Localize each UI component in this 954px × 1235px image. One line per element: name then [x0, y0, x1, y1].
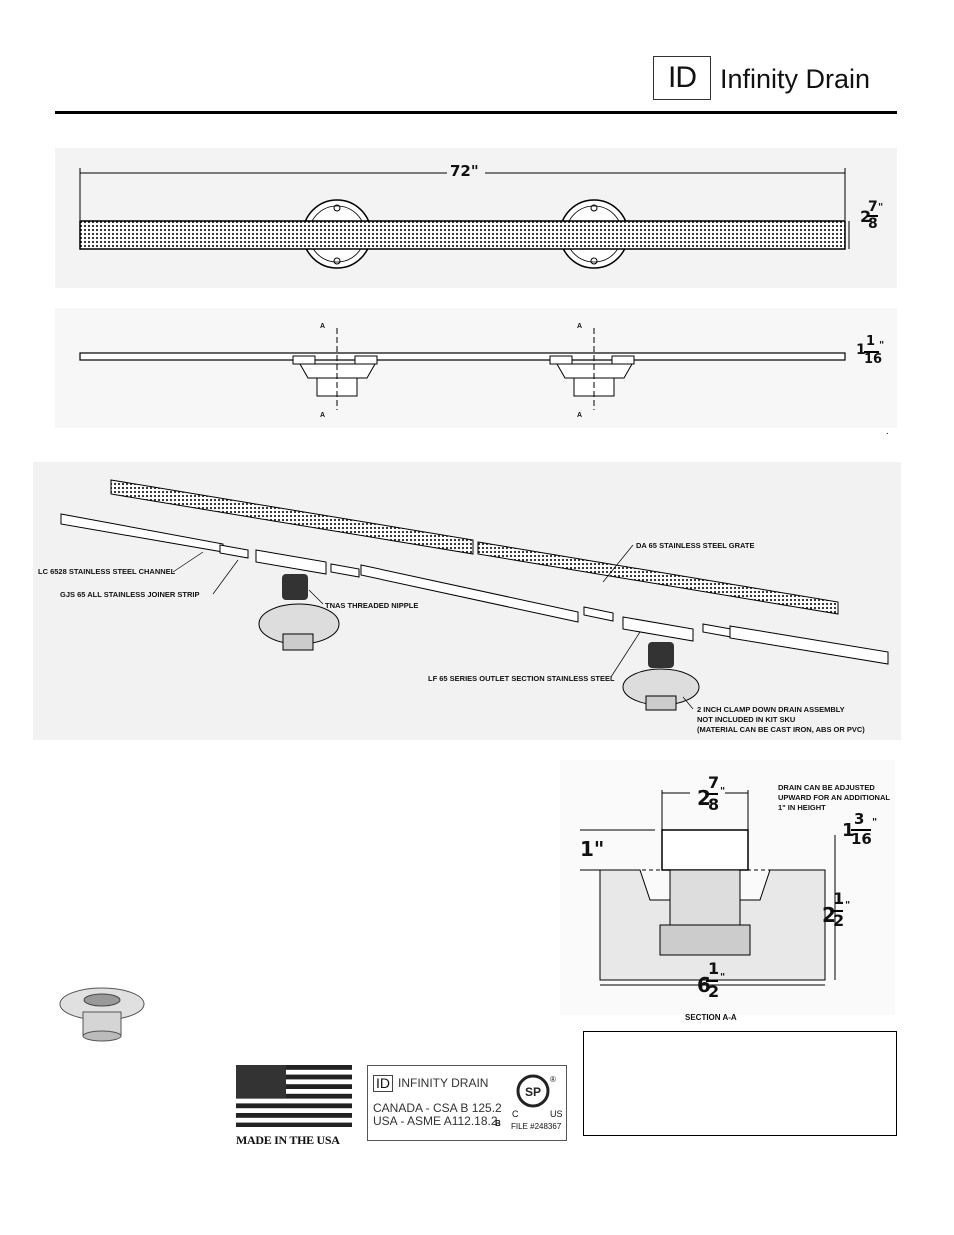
- section-marker-tl: A: [320, 323, 326, 330]
- height-inch: ": [879, 340, 885, 351]
- label-drain-2: NOT INCLUDED IN KIT SKU: [697, 715, 796, 724]
- joiner-1: [219, 544, 249, 559]
- right-dim-whole: 1: [842, 820, 855, 841]
- elevation-background: [55, 308, 897, 428]
- mid-dim-whole: 2: [822, 903, 836, 927]
- channel-section: [661, 829, 749, 871]
- notes-box: [583, 1031, 897, 1136]
- section-drawing: [560, 760, 895, 1015]
- length-dimension: 72": [450, 162, 479, 180]
- channel-middle: [360, 564, 579, 623]
- mid-dim-inch: ": [845, 900, 851, 911]
- plan-background: [55, 148, 897, 288]
- csa-us: US: [550, 1109, 563, 1119]
- grate-plan: [79, 220, 846, 250]
- drain-product-image: [59, 987, 145, 1042]
- stray-dot: .: [886, 426, 889, 437]
- csa-registered: ®: [550, 1075, 556, 1084]
- nipple-1: [282, 574, 308, 600]
- section-caption: SECTION A-A: [685, 1013, 737, 1022]
- height-den: 16: [864, 352, 883, 367]
- right-dim-inch: ": [872, 817, 878, 828]
- adjust-note-2: UPWARD FOR AN ADDITIONAL: [778, 793, 890, 802]
- bottom-dim-inch: ": [720, 972, 726, 983]
- bottom-dim-den: 2: [708, 982, 720, 1001]
- csa-c: C: [512, 1109, 519, 1119]
- section-marker-bl: A: [320, 412, 326, 419]
- bottom-dim-num: 1: [708, 959, 720, 978]
- left-dim: 1": [580, 837, 605, 861]
- section-marker-tr: A: [577, 323, 583, 330]
- width-whole: 2: [860, 207, 872, 226]
- grate-left: [110, 479, 474, 555]
- outlet-elevation-right: [549, 328, 635, 410]
- top-dim-den: 8: [708, 795, 720, 814]
- label-grate: DA 65 STAINLESS STEEL GRATE: [636, 541, 755, 550]
- joiner-3: [583, 606, 614, 622]
- label-outlet: LF 65 SERIES OUTLET SECTION STAINLESS ST…: [428, 674, 615, 683]
- csa-seal-icon: SP: [516, 1074, 550, 1108]
- label-drain-3: (MATERIAL CAN BE CAST IRON, ABS OR PVC): [697, 725, 865, 734]
- label-channel: LC 6528 STAINLESS STEEL CHANNEL: [38, 567, 176, 576]
- channel-right: [729, 625, 889, 665]
- made-in-usa-badge: MADE IN THE USA: [236, 1065, 352, 1147]
- grate-right: [477, 541, 839, 615]
- label-nipple: TNAS THREADED NIPPLE: [325, 601, 419, 610]
- outlet-section-2: [622, 616, 694, 642]
- top-dim-inch: ": [720, 786, 726, 797]
- adjust-note-1: DRAIN CAN BE ADJUSTED: [778, 783, 875, 792]
- width-num: 7: [868, 199, 878, 215]
- width-inch: ": [878, 202, 884, 213]
- outlet-elevation-left: [292, 328, 378, 410]
- label-drain-1: 2 INCH CLAMP DOWN DRAIN ASSEMBLY: [697, 705, 845, 714]
- us-flag-icon: [236, 1065, 352, 1127]
- mid-dim-num: 1: [833, 889, 845, 908]
- height-num: 1: [866, 334, 876, 349]
- cert-b-mark: B: [495, 1119, 501, 1128]
- logo-mark: ID: [653, 56, 711, 100]
- joiner-2: [330, 563, 360, 578]
- svg-text:SP: SP: [525, 1085, 541, 1099]
- right-dim-num: 3: [854, 810, 865, 828]
- certification-badge: ID INFINITY DRAIN CANADA - CSA B 125.2 U…: [367, 1065, 567, 1141]
- plan-and-elevation-drawing: [55, 148, 897, 428]
- made-in-usa-text: MADE IN THE USA: [236, 1133, 340, 1147]
- width-den: 8: [868, 216, 878, 232]
- height-whole: 1: [856, 342, 866, 358]
- top-dim-whole: 2: [697, 786, 711, 810]
- adjust-note-3: 1" IN HEIGHT: [778, 803, 826, 812]
- exploded-view-drawing: [33, 462, 901, 740]
- section-marker-br: A: [577, 412, 583, 419]
- right-dim-den: 16: [851, 830, 872, 848]
- nipple-2: [648, 642, 674, 668]
- bottom-dim-whole: 6: [697, 973, 711, 997]
- cert-usa: USA - ASME A112.18.2: [373, 1114, 498, 1128]
- channel-elevation: [79, 352, 846, 361]
- header-rule: [55, 111, 897, 114]
- brand-name: Infinity Drain: [720, 64, 871, 94]
- label-joiner: GJS 65 ALL STAINLESS JOINER STRIP: [60, 590, 200, 599]
- cert-canada: CANADA - CSA B 125.2: [373, 1101, 502, 1115]
- logo-mark-text: ID: [668, 61, 697, 94]
- cert-logo: ID: [373, 1075, 393, 1092]
- csa-file: FILE #248367: [511, 1122, 562, 1131]
- outlet-section-1: [255, 549, 327, 575]
- mid-dim-den: 2: [833, 911, 845, 930]
- top-dim-num: 7: [708, 773, 720, 792]
- cert-brand: INFINITY DRAIN: [398, 1076, 489, 1090]
